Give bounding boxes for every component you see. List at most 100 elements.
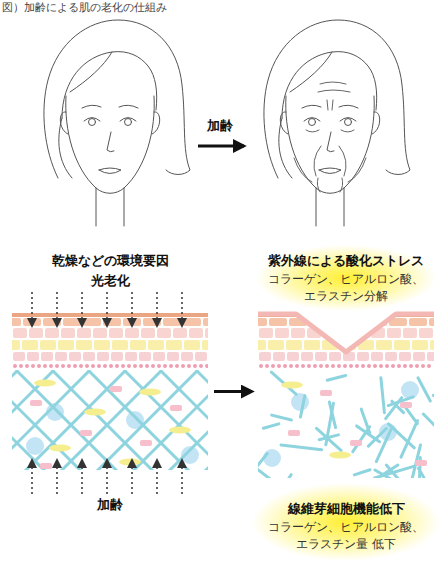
skin-cell — [40, 340, 56, 350]
skin-cell — [109, 328, 123, 338]
fibroblast — [288, 430, 300, 436]
skin-cell — [141, 328, 155, 338]
broken-collagen — [353, 427, 370, 452]
basement-membrane — [409, 364, 413, 368]
skin-cell — [153, 352, 165, 361]
basement-membrane — [259, 364, 263, 368]
collagen-fiber — [124, 370, 208, 470]
skin-cell — [111, 352, 123, 361]
broken-collagen — [405, 407, 417, 423]
fibroblast — [140, 440, 152, 446]
basement-membrane — [307, 364, 311, 368]
wrinkle-line — [258, 314, 434, 352]
flow-arrow — [214, 390, 252, 393]
basement-membrane — [31, 364, 35, 368]
collagen-fiber — [88, 370, 198, 470]
dotted-arrows — [32, 292, 182, 494]
basement-membrane — [169, 364, 173, 368]
basement-membrane — [79, 364, 83, 368]
skin-cell — [419, 328, 433, 338]
collagen-fiber — [124, 370, 208, 470]
wrinkle — [317, 178, 320, 192]
dotted-arrow — [56, 459, 58, 494]
broken-collagen — [281, 445, 322, 450]
collagen-fiber — [52, 370, 162, 470]
collagen-fiber — [12, 370, 18, 470]
skin-cell — [112, 340, 128, 350]
dotted-arrow — [81, 292, 83, 327]
skin-cell — [41, 352, 53, 361]
fibroblast — [30, 400, 42, 406]
collagen-fiber — [160, 370, 208, 470]
skin-section: 乾燥などの環境要因 光老化 — [12, 313, 208, 470]
skin-cell — [202, 340, 208, 350]
basement-membrane — [175, 364, 179, 368]
skin-cell — [184, 340, 200, 350]
node-body: 線維芽細胞機能低下コラーゲン、ヒアルロン酸、 エラスチン量 低下 — [252, 489, 440, 553]
skin-cell — [371, 352, 383, 361]
broken-collagen — [381, 378, 385, 413]
wrinkle — [314, 146, 321, 176]
elastin — [34, 380, 56, 387]
basement-membrane — [19, 364, 23, 368]
wrinkles — [294, 82, 366, 192]
basement-membrane — [421, 364, 425, 368]
broken-collagen — [329, 402, 335, 427]
skin-cell — [181, 352, 193, 361]
skin-cell — [58, 340, 74, 350]
highlight-box: 線維芽細胞機能低下コラーゲン、ヒアルロン酸、 エラスチン量 低下 — [252, 483, 440, 561]
hyaluronic-acid — [401, 381, 419, 399]
basement-membrane — [391, 364, 395, 368]
dotted-arrow — [156, 292, 158, 327]
elastin — [84, 409, 106, 416]
wrinkle — [327, 100, 328, 110]
basement-membrane — [277, 364, 281, 368]
basement-membrane — [61, 364, 65, 368]
wrinkle — [318, 90, 350, 92]
collagen-fiber — [16, 370, 126, 470]
skin-layers — [12, 313, 208, 368]
basement-membrane — [283, 364, 287, 368]
dotted-arrow — [31, 292, 33, 327]
skin-cell — [94, 340, 110, 350]
basement-membrane — [349, 364, 353, 368]
skin-cell — [273, 352, 285, 361]
basement-membrane — [85, 364, 89, 368]
collagen-fiber — [88, 370, 198, 470]
basement-membrane — [163, 364, 167, 368]
wrinkle — [332, 100, 333, 110]
broken-collagen — [274, 475, 291, 478]
hyaluronic-acid — [26, 437, 44, 455]
skin-cell — [61, 328, 75, 338]
basement-membrane — [127, 364, 131, 368]
basement-membrane — [337, 364, 341, 368]
skin-cell — [83, 318, 101, 326]
elastin — [119, 459, 141, 466]
basement-membrane — [115, 364, 119, 368]
basement-membrane — [49, 364, 53, 368]
dotted-arrow — [131, 459, 133, 494]
wrinkle — [294, 158, 312, 182]
skin-cell — [130, 340, 146, 350]
broken-collagen — [354, 470, 370, 475]
skin-cell — [203, 318, 208, 326]
wrinkle — [339, 146, 346, 176]
skin-surface — [12, 313, 208, 317]
basement-membrane — [325, 364, 329, 368]
broken-collagen — [423, 414, 434, 439]
collagen-fiber — [196, 370, 208, 470]
broken-collagen — [317, 428, 342, 450]
broken-collagen — [433, 395, 434, 410]
basement-membrane — [199, 364, 203, 368]
wrinkle-notch — [296, 311, 396, 352]
dotted-arrow — [181, 292, 183, 327]
dotted-arrow — [131, 292, 133, 327]
basement-membrane — [151, 364, 155, 368]
broken-collagen — [388, 424, 414, 448]
basement-membrane — [133, 364, 137, 368]
basement-membrane — [181, 364, 185, 368]
fibroblast — [415, 460, 427, 466]
collagen-fiber — [160, 370, 208, 470]
node-heading-text: 線維芽細胞機能低下 — [252, 499, 440, 519]
